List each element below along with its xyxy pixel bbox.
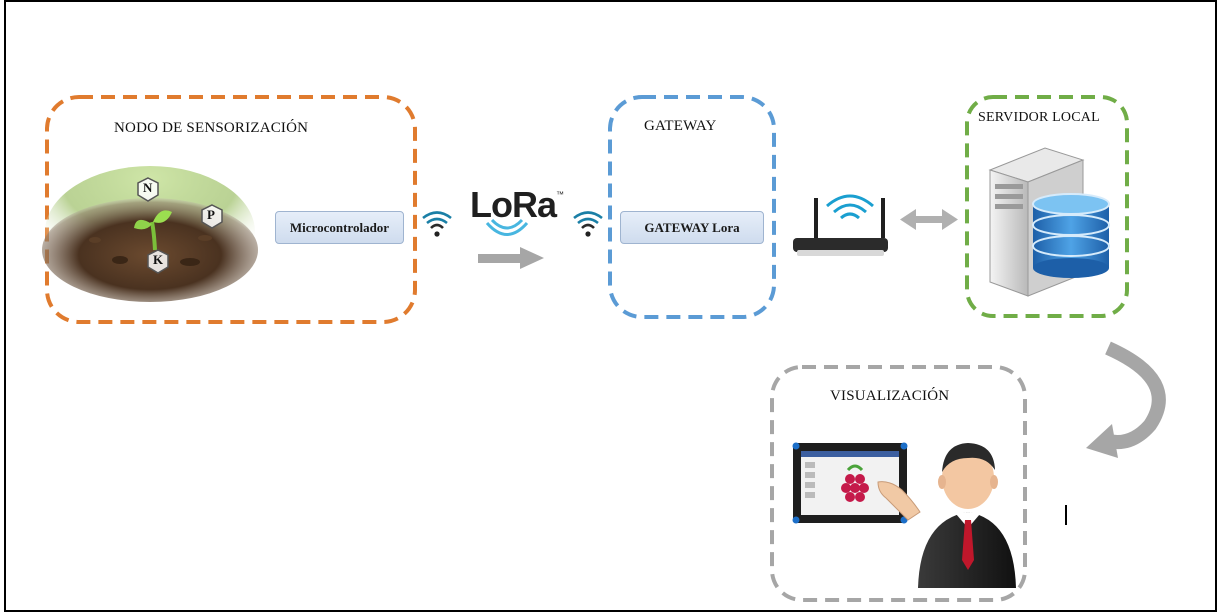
visualization-title: VISUALIZACIÓN xyxy=(830,388,950,404)
sensor-node-title: NODO DE SENSORIZACIÓN xyxy=(114,120,309,136)
diagram-frame xyxy=(4,0,1217,612)
server-border xyxy=(965,95,1129,318)
nutrient-n-icon xyxy=(137,177,159,202)
visualization-border xyxy=(770,365,1027,602)
nutrient-p-label: P xyxy=(207,207,216,222)
gateway-border xyxy=(608,95,776,319)
wifi-icon xyxy=(573,211,603,237)
lora-trademark: ™ xyxy=(556,190,564,199)
hand-icon xyxy=(877,481,921,521)
raspberry-icon xyxy=(841,464,869,502)
lora-logo: LoRa™ xyxy=(470,184,564,226)
curved-arrow-icon xyxy=(1086,341,1166,458)
lora-logo-text: LoRa xyxy=(470,184,557,225)
nutrient-n-label: N xyxy=(143,180,153,195)
nutrient-k-icon xyxy=(147,249,169,274)
lora-wave-icon xyxy=(485,218,529,236)
nutrient-p-icon xyxy=(201,204,223,229)
gateway-title: GATEWAY xyxy=(644,118,717,134)
nutrient-k-label: K xyxy=(153,252,164,267)
arrow-right-icon xyxy=(478,247,544,269)
database-icon xyxy=(1032,193,1110,278)
router-icon xyxy=(793,194,888,256)
text-cursor xyxy=(1065,505,1067,525)
wifi-icon xyxy=(422,211,452,237)
gateway-lora-box: GATEWAY Lora xyxy=(620,211,764,244)
bidirectional-arrow-icon xyxy=(900,209,958,230)
person-icon xyxy=(918,443,1016,588)
server-title: SERVIDOR LOCAL xyxy=(978,110,1100,125)
sensor-node-border xyxy=(45,95,417,324)
microcontroller-box: Microcontrolador xyxy=(275,211,404,244)
